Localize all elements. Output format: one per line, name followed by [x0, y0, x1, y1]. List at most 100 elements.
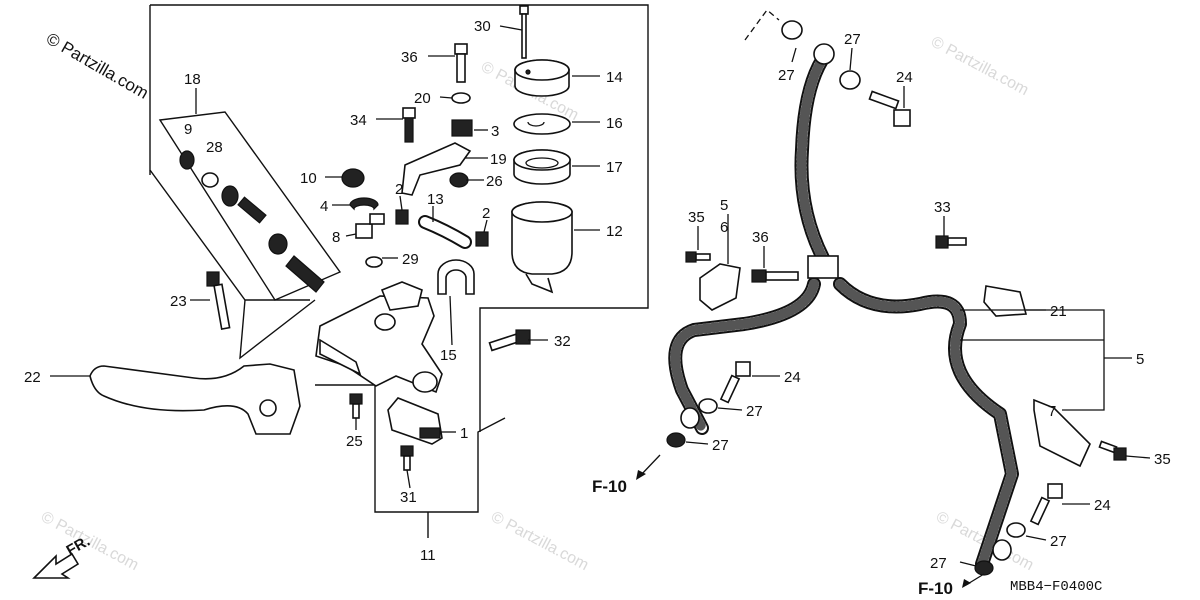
svg-text:30: 30 — [474, 18, 491, 35]
washer-27d — [698, 398, 718, 414]
screw-31 — [400, 445, 414, 471]
svg-text:27: 27 — [746, 403, 763, 420]
nut-26 — [449, 172, 469, 188]
f10-arrow-right — [962, 573, 985, 588]
svg-text:10: 10 — [300, 170, 317, 187]
washer-29 — [365, 256, 383, 268]
screw-25 — [349, 393, 363, 419]
svg-text:13: 13 — [427, 191, 444, 208]
brake-lever — [89, 363, 301, 435]
reference-f10-right: F-10 — [918, 579, 953, 598]
svg-text:16: 16 — [606, 115, 623, 132]
bolt-36 — [454, 43, 468, 83]
banjo-top — [813, 43, 835, 65]
svg-text:© Partzilla.com: © Partzilla.com — [928, 34, 1031, 100]
brake-hoses — [668, 53, 1019, 571]
assembly-frame — [149, 4, 649, 538]
washer-27a — [781, 20, 803, 40]
diaphragm-plate — [513, 113, 571, 135]
bolt-35a — [685, 251, 711, 263]
bolt-23 — [206, 271, 231, 330]
watermark-text: © Partzilla.com — [43, 29, 152, 103]
reservoir-cap — [514, 59, 570, 97]
svg-text:27: 27 — [712, 437, 729, 454]
clip-4 — [349, 197, 379, 211]
bolt-34 — [402, 107, 416, 143]
bolt-24c — [1029, 483, 1063, 526]
svg-text:2: 2 — [395, 181, 403, 198]
svg-text:36: 36 — [752, 229, 769, 246]
reference-f10-left: F-10 — [592, 477, 627, 496]
front-direction-arrow: FR. — [32, 533, 93, 579]
svg-text:5: 5 — [1136, 351, 1144, 368]
clip-21 — [983, 285, 1028, 317]
three-way-joint — [807, 255, 839, 279]
svg-text:6: 6 — [720, 219, 728, 236]
grommet-10 — [341, 168, 365, 188]
bolt-35b — [1098, 440, 1127, 461]
washer-27c — [666, 432, 686, 448]
svg-text:27: 27 — [844, 31, 861, 48]
leader-lines — [50, 25, 1151, 567]
svg-text:25: 25 — [346, 433, 363, 450]
holder-15 — [437, 259, 475, 295]
svg-text:35: 35 — [1154, 451, 1171, 468]
bolt-32 — [488, 329, 531, 352]
fitting-3 — [451, 119, 473, 137]
svg-text:7: 7 — [1048, 403, 1056, 420]
svg-text:27: 27 — [778, 67, 795, 84]
svg-text:5: 5 — [720, 197, 728, 214]
clamp-7 — [1033, 398, 1091, 468]
svg-text:8: 8 — [332, 229, 340, 246]
svg-text:2: 2 — [482, 205, 490, 222]
bolt-33 — [935, 235, 967, 249]
washer-20 — [451, 92, 471, 104]
svg-text:36: 36 — [401, 49, 418, 66]
svg-text:28: 28 — [206, 139, 223, 156]
svg-text:9: 9 — [184, 121, 192, 138]
stay-19 — [401, 142, 472, 196]
svg-text:4: 4 — [320, 198, 328, 215]
bolt-30 — [519, 5, 529, 59]
svg-text:19: 19 — [490, 151, 507, 168]
clamp-6 — [699, 263, 741, 311]
washer-27e — [1006, 522, 1026, 538]
master-cylinder-body — [315, 281, 443, 394]
svg-text:11: 11 — [420, 547, 436, 564]
bolt-24a — [868, 90, 911, 127]
svg-text:35: 35 — [688, 209, 705, 226]
svg-text:18: 18 — [184, 71, 201, 88]
svg-text:32: 32 — [554, 333, 571, 350]
bolt-24b — [719, 361, 751, 404]
svg-text:24: 24 — [1094, 497, 1111, 514]
svg-text:27: 27 — [1050, 533, 1067, 550]
svg-text:34: 34 — [350, 112, 367, 129]
diaphragm — [513, 149, 571, 185]
svg-text:24: 24 — [784, 369, 801, 386]
svg-text:12: 12 — [606, 223, 623, 240]
svg-text:1: 1 — [460, 425, 468, 442]
svg-text:17: 17 — [606, 159, 623, 176]
svg-text:26: 26 — [486, 173, 503, 190]
svg-text:29: 29 — [402, 251, 419, 268]
svg-text:14: 14 — [606, 69, 623, 86]
svg-text:27: 27 — [930, 555, 947, 572]
diagram-code: MBB4−F0400C — [1010, 579, 1102, 595]
reservoir — [511, 201, 573, 294]
piston-kit-parts — [179, 150, 325, 293]
washer-27f — [974, 560, 994, 576]
svg-text:23: 23 — [170, 293, 187, 310]
bolt-36b — [751, 269, 799, 283]
clamp-2b — [475, 231, 489, 247]
banjo-left — [680, 407, 700, 429]
washer-27b — [839, 70, 861, 90]
svg-text:20: 20 — [414, 90, 431, 107]
lever-pivot — [259, 399, 277, 417]
svg-text:24: 24 — [896, 69, 913, 86]
joint-8 — [355, 213, 385, 239]
f10-arrow-left — [636, 454, 661, 480]
svg-text:15: 15 — [440, 347, 457, 364]
svg-text:21: 21 — [1050, 303, 1067, 320]
